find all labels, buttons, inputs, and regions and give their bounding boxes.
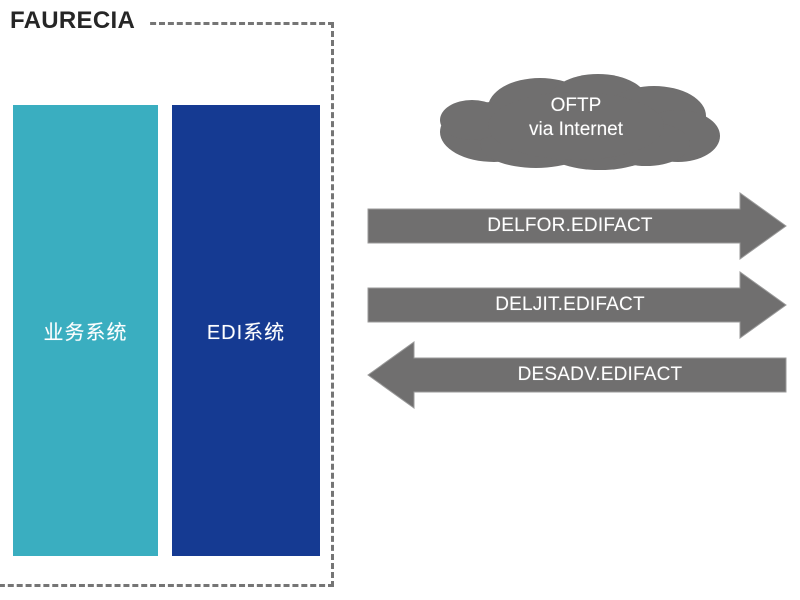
- arrow-left-icon: [367, 341, 787, 409]
- business-system-box[interactable]: 业务系统: [13, 105, 158, 556]
- oftp-cloud[interactable]: OFTP via Internet: [432, 70, 720, 170]
- cloud-icon: [440, 74, 720, 170]
- message-arrow-delfor[interactable]: DELFOR.EDIFACT: [366, 191, 788, 261]
- message-arrow-deljit[interactable]: DELJIT.EDIFACT: [366, 270, 788, 340]
- title-dash-mask: [0, 14, 150, 36]
- page-title: FAURECIA: [10, 7, 136, 34]
- edi-system-label: EDI系统: [206, 322, 286, 344]
- business-system-label: 业务系统: [43, 322, 128, 344]
- arrow-right-icon: [367, 271, 787, 339]
- edi-system-box[interactable]: EDI系统: [172, 105, 320, 556]
- arrow-right-icon: [367, 192, 787, 260]
- message-arrow-desadv[interactable]: DESADV.EDIFACT: [366, 340, 788, 410]
